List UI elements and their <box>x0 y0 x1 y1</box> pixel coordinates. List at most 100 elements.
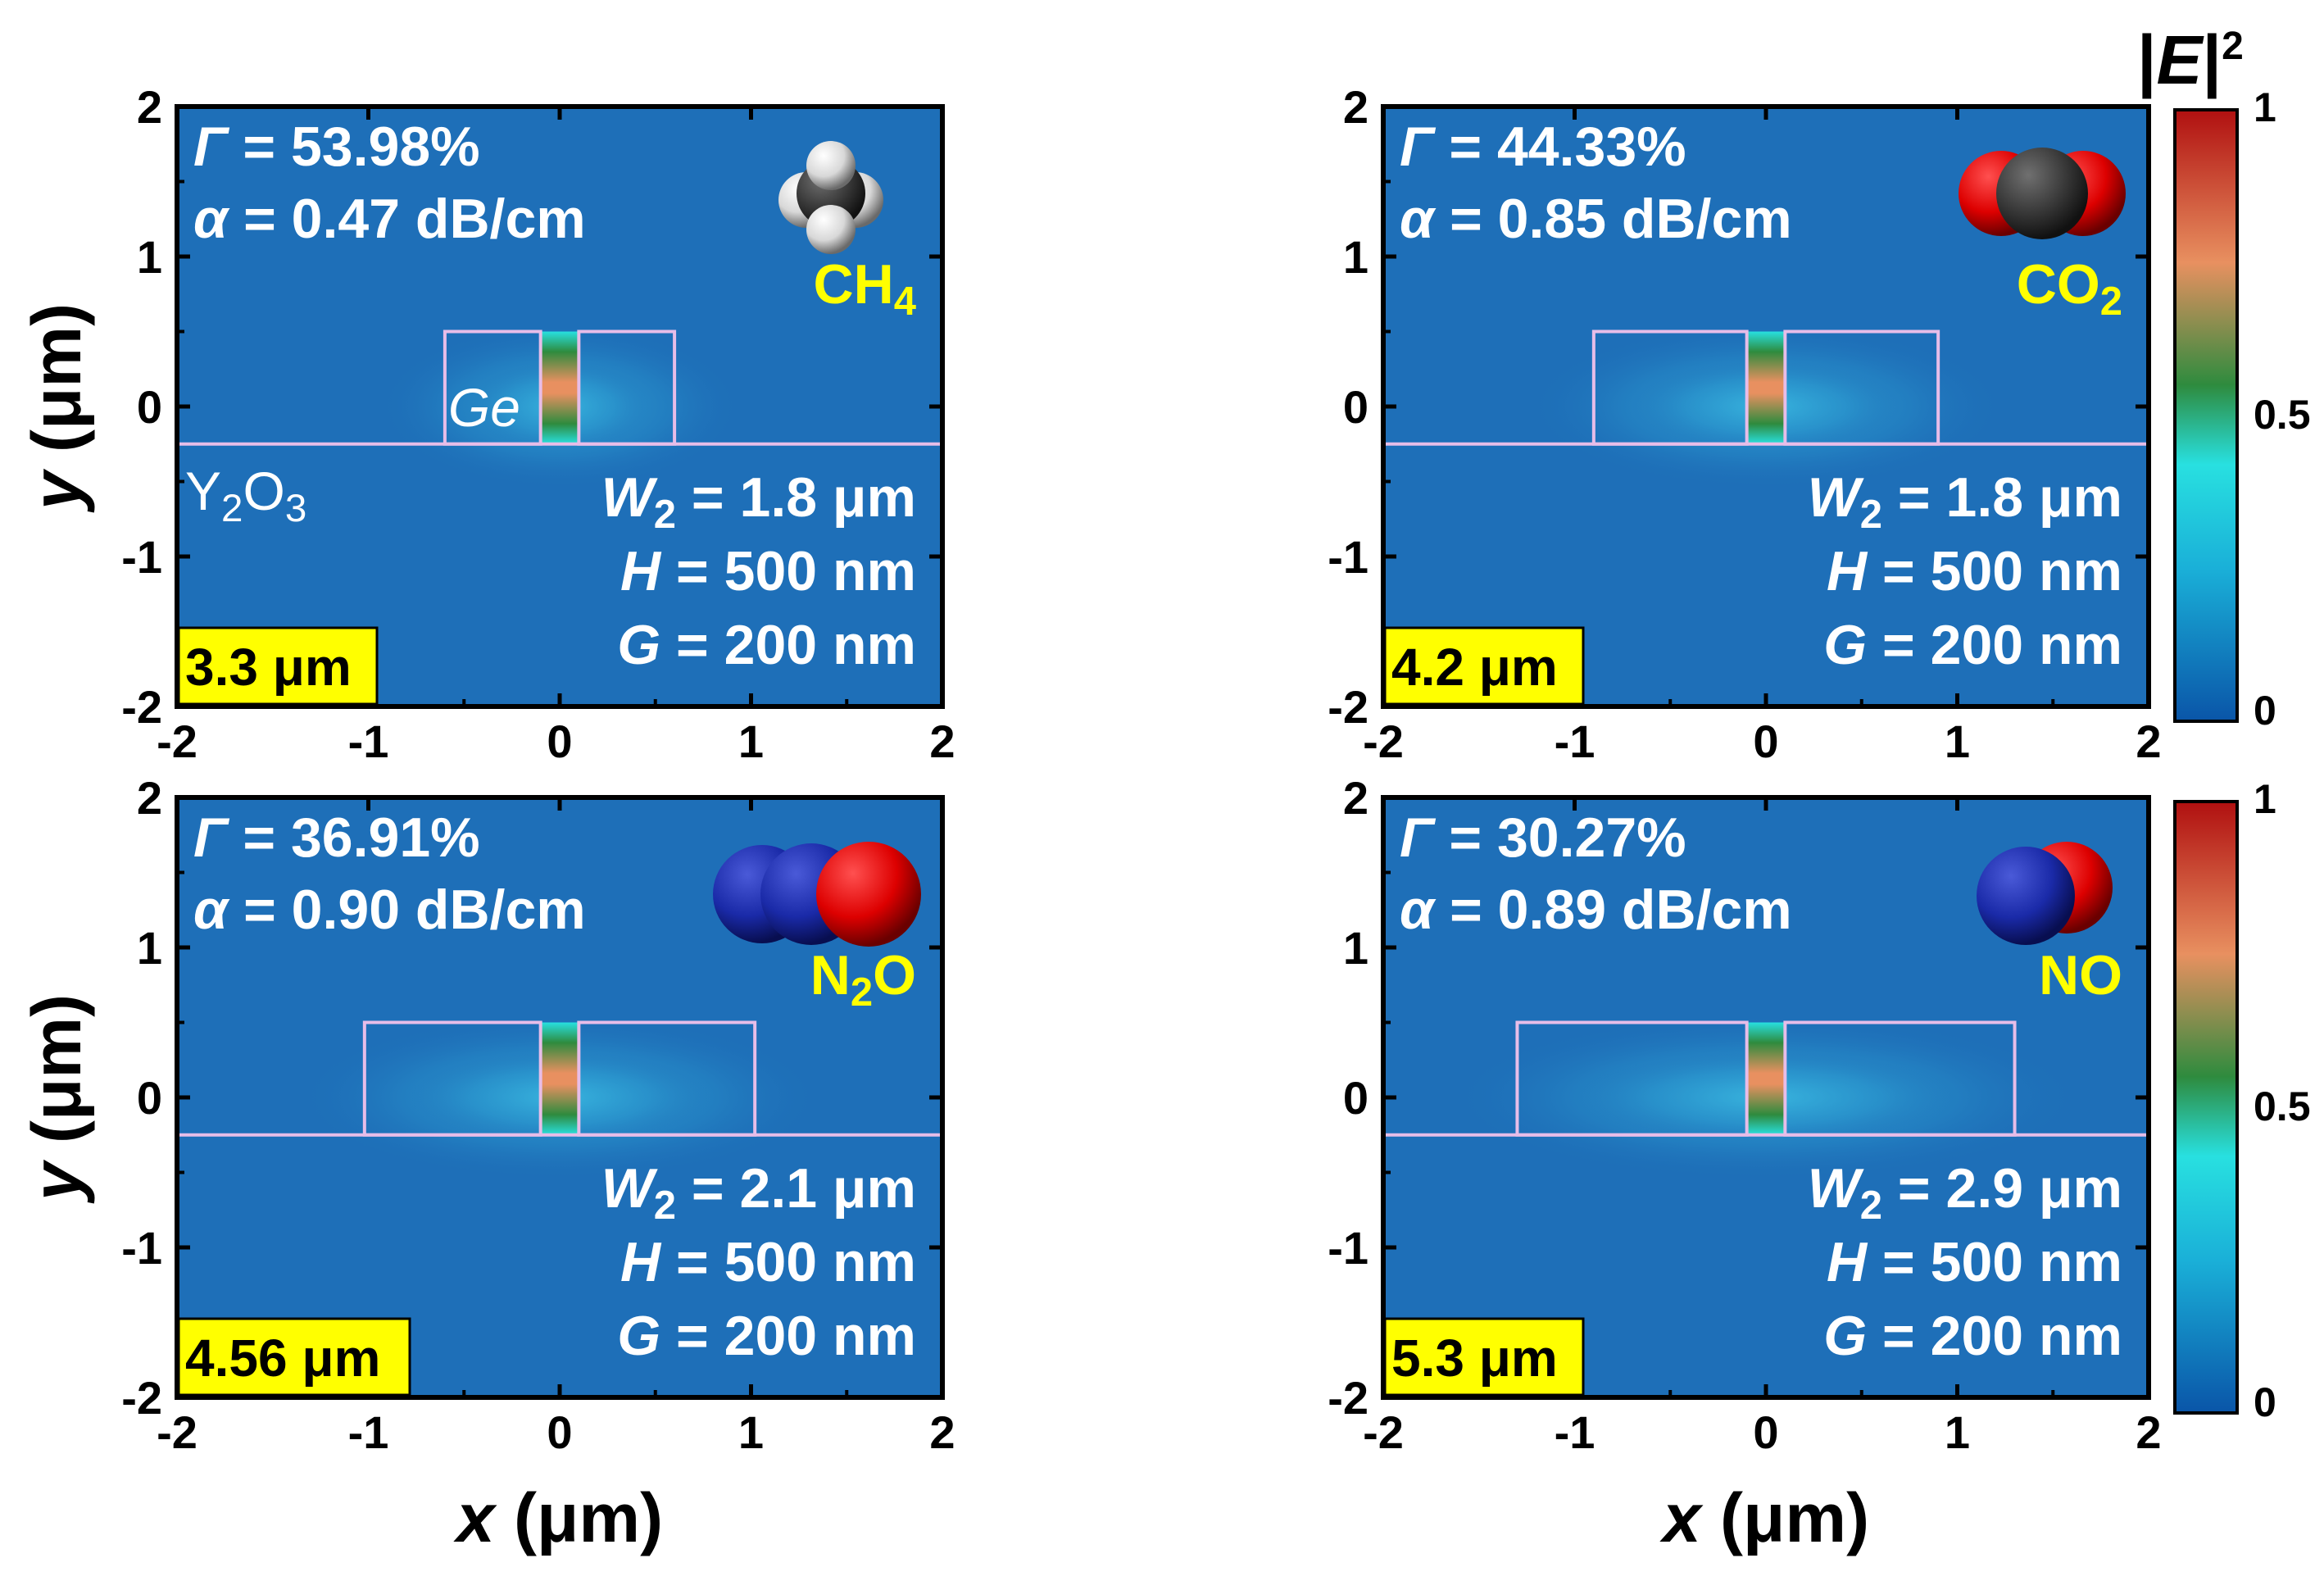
y-axis-label: y (μm) <box>18 994 95 1204</box>
confinement-factor: Γ = 53.98% <box>193 116 480 178</box>
propagation-loss: α = 0.47 dB/cm <box>193 188 586 250</box>
colorbar-tick-label: 0.5 <box>2254 392 2311 438</box>
y-tick-label: 1 <box>1343 922 1369 974</box>
molecule-label: CO2​ <box>2017 253 2122 324</box>
y-tick-label: -1 <box>1328 531 1369 583</box>
confinement-factor: Γ = 30.27% <box>1400 806 1686 869</box>
colorbar-2: 10.50 <box>2173 776 2311 1425</box>
y-tick-label: -2 <box>121 681 162 733</box>
waveguide-material-label: Ge <box>448 377 520 438</box>
x-tick-label: 0 <box>1753 1406 1778 1458</box>
colorbar-gradient <box>2173 108 2239 723</box>
y-tick-label: -2 <box>1328 1372 1369 1424</box>
heatmap-panel-1: -2-2 -1 -1 0 0 1 1 2 2 y (μm) Γ = 53.98% α = 0.47 d… <box>18 81 955 767</box>
colorbar-tick-label: 1 <box>2254 84 2276 130</box>
wavelength-badge <box>1383 1317 1585 1397</box>
x-tick-label: 1 <box>1945 716 1970 767</box>
x-tick-label: 0 <box>1753 716 1778 767</box>
x-tick-label: 0 <box>547 716 572 767</box>
x-tick-label: -1 <box>1555 1406 1595 1458</box>
slot-field <box>540 331 579 444</box>
wavelength-label: 4.56 μm <box>185 1329 380 1388</box>
x-tick-label: -1 <box>348 716 389 767</box>
x-axis-label: x (μm) <box>1659 1479 1869 1556</box>
colorbar-1: 10.50 <box>2173 84 2311 734</box>
molecule-label: CH4​ <box>814 253 916 324</box>
nitrogen-atom <box>1977 847 2075 945</box>
wavelength-badge <box>177 1317 411 1397</box>
parameter-label: H = 500 nm <box>620 540 916 602</box>
molecule-model <box>1959 148 2126 239</box>
y-tick-label: -1 <box>121 531 162 583</box>
colorbar-title: |E|2 <box>2137 21 2244 99</box>
x-tick-label: -1 <box>348 1406 389 1458</box>
x-tick-label: -1 <box>1555 716 1595 767</box>
y-tick-label: -1 <box>1328 1222 1369 1274</box>
x-tick-label: 0 <box>547 1406 572 1458</box>
hydrogen-atom <box>806 141 856 190</box>
propagation-loss: α = 0.89 dB/cm <box>1400 879 1792 941</box>
y-tick-label: 1 <box>137 231 162 283</box>
colorbar-tick-label: 0.5 <box>2254 1083 2311 1129</box>
y-tick-label: 0 <box>1343 381 1369 433</box>
parameter-label: W2​ = 2.9 μm <box>1808 1157 2122 1228</box>
confinement-factor: Γ = 36.91% <box>193 806 480 869</box>
hydrogen-atom <box>806 205 856 254</box>
parameter-label: W2​ = 1.8 μm <box>601 466 916 537</box>
confinement-factor: Γ = 44.33% <box>1400 116 1686 178</box>
molecule-model <box>778 141 883 254</box>
x-tick-label: -2 <box>157 1406 197 1458</box>
wavelength-label: 5.3 μm <box>1391 1329 1558 1388</box>
y-tick-label: 2 <box>137 81 162 133</box>
y-axis-label: y (μm) <box>18 303 95 513</box>
wavelength-badge <box>177 626 379 706</box>
substrate-material-label: Y2​O3​ <box>185 461 306 530</box>
x-tick-label: 1 <box>1945 1406 1970 1458</box>
propagation-loss: α = 0.85 dB/cm <box>1400 188 1792 250</box>
molecule-model <box>1977 842 2113 945</box>
parameter-label: W2​ = 1.8 μm <box>1808 466 2122 537</box>
x-tick-label: 1 <box>738 1406 764 1458</box>
colorbar-tick-label: 0 <box>2254 1379 2276 1425</box>
y-tick-label: 2 <box>137 772 162 824</box>
x-axis-label: x (μm) <box>453 1479 663 1556</box>
y-tick-label: -1 <box>121 1222 162 1274</box>
parameter-label: H = 500 nm <box>620 1231 916 1293</box>
y-tick-label: 0 <box>1343 1072 1369 1124</box>
oxygen-atom <box>816 842 921 947</box>
heatmap-panel-4: -2-2 -1 -1 0 0 1 1 2 2 x (μm) Γ = 30.27% α = 0.89 d… <box>1328 772 2161 1556</box>
y-tick-label: 2 <box>1343 772 1369 824</box>
wavelength-badge <box>1383 626 1585 706</box>
y-tick-label: -2 <box>1328 681 1369 733</box>
y-tick-label: 0 <box>137 381 162 433</box>
slot-field <box>1746 331 1786 444</box>
wavelength-label: 4.2 μm <box>1391 638 1558 697</box>
x-tick-label: -2 <box>157 716 197 767</box>
parameter-label: W2​ = 2.1 μm <box>601 1157 916 1228</box>
slot-field <box>1746 1022 1786 1135</box>
parameter-label: G = 200 nm <box>617 1305 916 1367</box>
parameter-label: G = 200 nm <box>1823 614 2122 676</box>
x-tick-label: -2 <box>1363 1406 1404 1458</box>
molecule-model <box>713 842 921 947</box>
x-tick-label: -2 <box>1363 716 1404 767</box>
y-tick-label: 1 <box>1343 231 1369 283</box>
parameter-label: H = 500 nm <box>1827 540 2122 602</box>
x-tick-label: 2 <box>929 1406 955 1458</box>
molecule-label: N2​O <box>810 944 916 1015</box>
parameter-label: H = 500 nm <box>1827 1231 2122 1293</box>
x-tick-label: 2 <box>2136 1406 2161 1458</box>
x-tick-label: 2 <box>929 716 955 767</box>
carbon-atom <box>1996 148 2088 239</box>
parameter-label: G = 200 nm <box>617 614 916 676</box>
y-tick-label: 2 <box>1343 81 1369 133</box>
colorbar-tick-label: 1 <box>2254 776 2276 822</box>
wavelength-label: 3.3 μm <box>185 638 352 697</box>
y-tick-label: 1 <box>137 922 162 974</box>
x-tick-label: 1 <box>738 716 764 767</box>
parameter-label: G = 200 nm <box>1823 1305 2122 1367</box>
colorbar-gradient <box>2173 800 2239 1415</box>
